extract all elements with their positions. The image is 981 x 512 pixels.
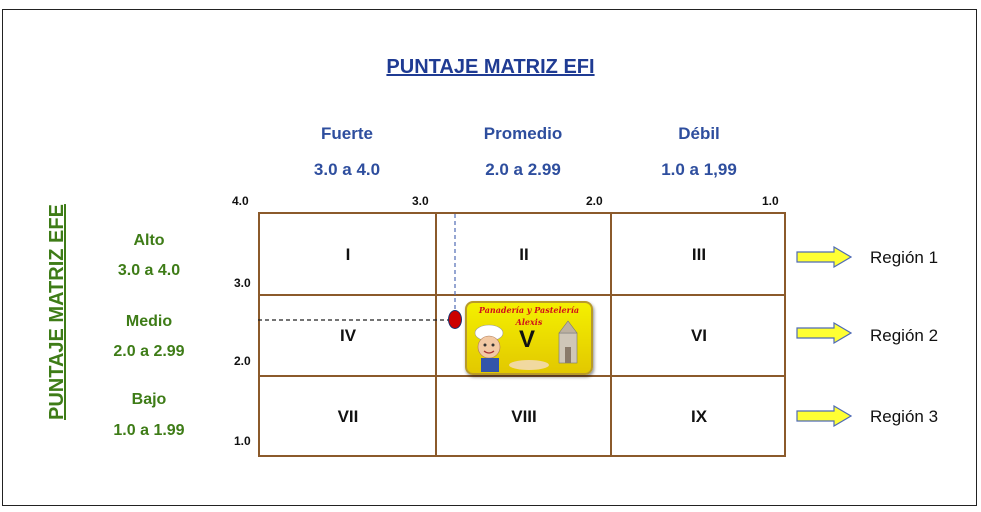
region-3-arrow-icon [796,405,852,427]
efi-title: PUNTAJE MATRIZ EFI [386,56,595,78]
row-header-medio: Medio [125,313,173,330]
col-range-promedio: 2.0 a 2.99 [485,160,561,179]
cell-III: III [691,244,707,264]
grid-divider-v1 [435,214,437,455]
x-tick-3: 3.0 [412,194,429,208]
logo-sub-text: Alexis [515,317,543,327]
col-header-debil: Débil [678,124,720,143]
col-header-promedio: Promedio [483,124,563,143]
row-header-alto: Alto [133,232,165,249]
position-marker [448,310,462,329]
x-tick-1: 1.0 [762,194,779,208]
row-range-alto: 3.0 a 4.0 [117,262,181,279]
region-2-label: Región 2 [870,326,939,345]
cell-IV: IV [339,325,357,345]
x-tick-4: 4.0 [232,194,249,208]
row-range-bajo: 1.0 a 1.99 [113,422,185,439]
cell-I: I [345,244,351,264]
cell-V: V [518,326,535,353]
region-1-arrow-icon [796,246,852,268]
bakery-logo: Panadería y Pastelería Alexis [465,301,593,375]
outer-frame [2,9,977,506]
cell-IX: IX [690,406,708,426]
logo-name-text: Panadería y Pastelería [478,305,580,315]
cell-II: II [519,244,529,264]
grid-divider-v2 [610,214,612,455]
region-3-label: Región 3 [870,407,939,426]
col-range-debil: 1.0 a 1,99 [661,160,737,179]
grid-divider-h1 [260,294,784,296]
cell-VII: VII [337,406,359,426]
col-header-fuerte: Fuerte [321,124,373,143]
y-tick-1: 1.0 [234,434,251,448]
row-header-bajo: Bajo [131,391,167,408]
cell-VI: VI [690,325,708,345]
y-tick-3: 3.0 [234,276,251,290]
region-1-label: Región 1 [870,248,939,267]
x-tick-2: 2.0 [586,194,603,208]
cell-VIII: VIII [511,406,537,426]
region-2-arrow-icon [796,322,852,344]
row-range-medio: 2.0 a 2.99 [113,343,185,360]
y-tick-2: 2.0 [234,354,251,368]
grid-divider-h2 [260,375,784,377]
ie-matrix-grid: I II III IV VI VII VIII IX [258,212,786,457]
col-range-fuerte: 3.0 a 4.0 [313,160,381,179]
baker-illustration-icon [474,320,578,372]
